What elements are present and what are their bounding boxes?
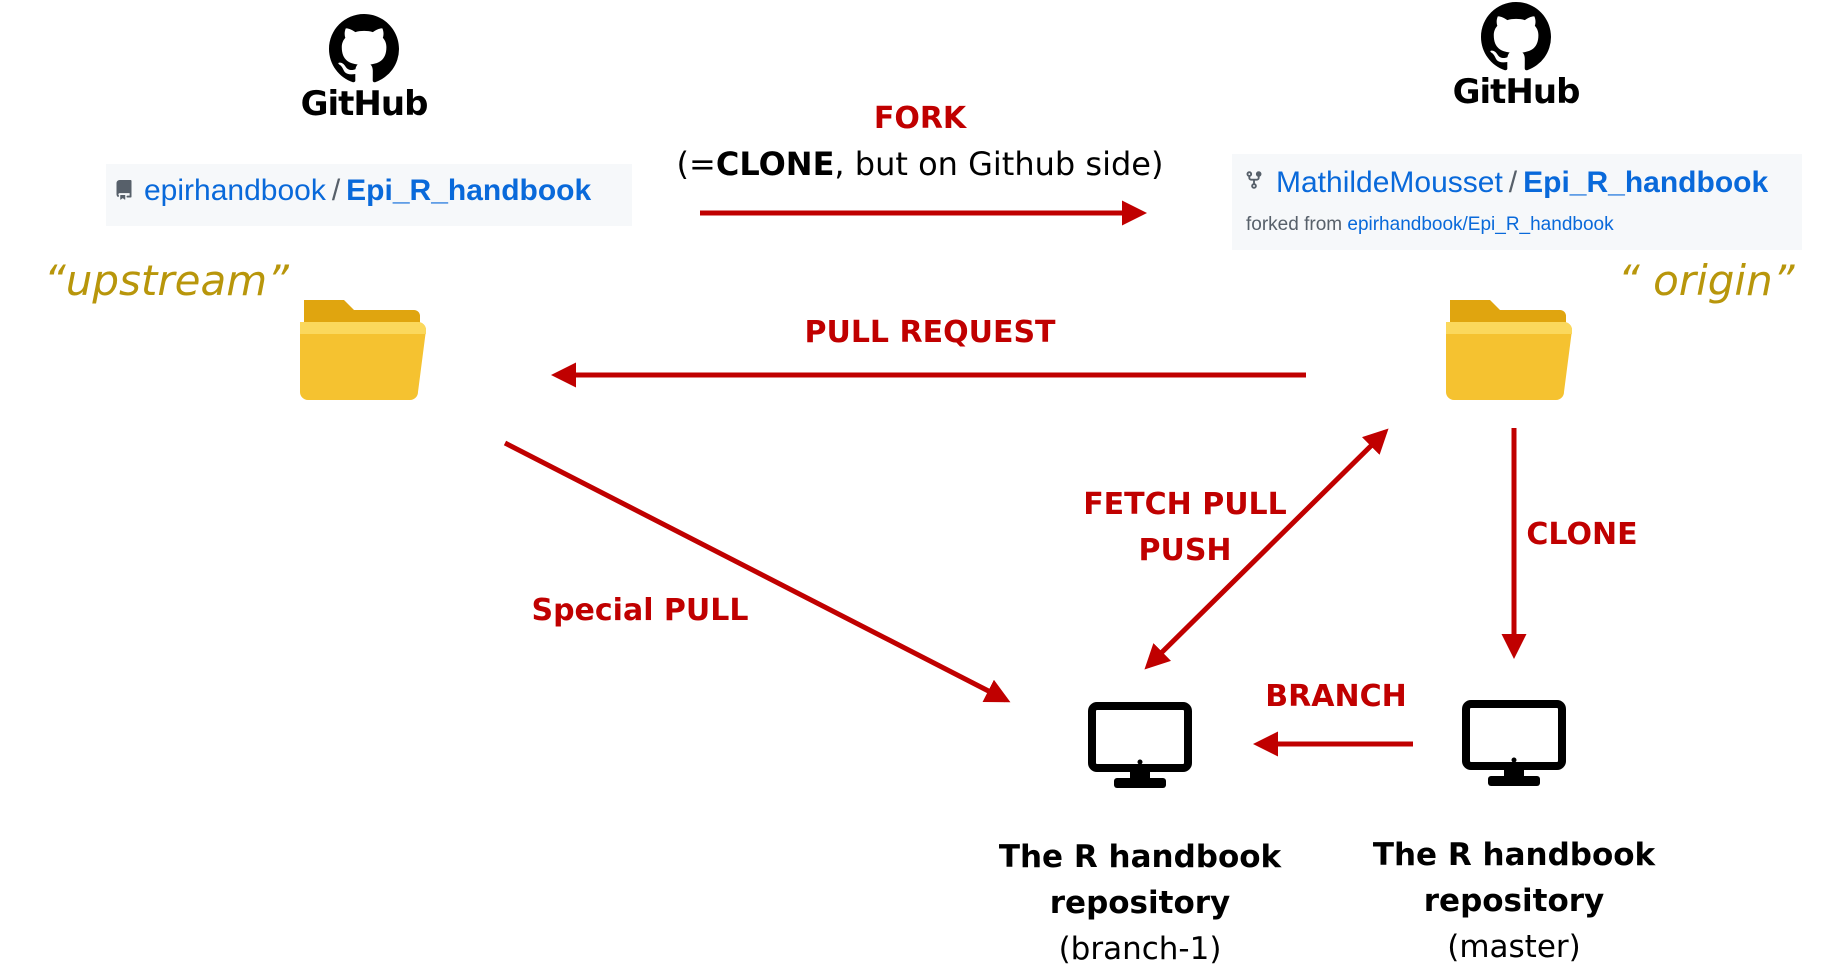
master-repo-title: The R handbook	[1372, 837, 1656, 873]
upstream-repo-name-link[interactable]: Epi_R_handbook	[346, 174, 592, 207]
fork-label-block: FORK (=CLONE, but on Github side)	[600, 96, 1240, 186]
special-pull-arrow	[503, 440, 1011, 703]
forked-from-source-link[interactable]: epirhandbook/Epi_R_handbook	[1347, 214, 1614, 235]
path-separator: /	[331, 174, 341, 207]
branch-computer-icon	[1088, 702, 1192, 788]
master-repo-caption: The R handbook repository (master)	[1364, 832, 1664, 970]
branch-repo-title: The R handbook	[998, 839, 1282, 875]
special-pull-label: Special PULL	[531, 593, 749, 628]
branch-label: BRANCH	[1265, 679, 1407, 714]
github-wordmark: GitHub	[300, 84, 429, 124]
github-octocat-icon	[1481, 2, 1551, 71]
fork-note: (=CLONE, but on Github side)	[676, 145, 1164, 183]
branch-repo-subtitle: repository	[1049, 885, 1231, 921]
origin-folder-icon	[1446, 300, 1572, 400]
repo-icon	[116, 180, 132, 200]
fetch-pull-push-arrow	[1144, 428, 1389, 670]
fork-label: FORK	[873, 101, 967, 136]
fetch-pull-push-label: FETCH PULL PUSH	[1060, 482, 1310, 574]
pull-request-label: PULL REQUEST	[804, 315, 1056, 350]
fork-icon	[1246, 171, 1262, 189]
right-github-logo: GitHub	[1452, 2, 1580, 112]
clone-label: CLONE	[1526, 517, 1638, 552]
origin-repo-header: MathildeMousset/Epi_R_handbook forked fr…	[1232, 154, 1802, 250]
origin-repo-name-link[interactable]: Epi_R_handbook	[1523, 166, 1769, 199]
master-repo-subtitle: repository	[1423, 883, 1605, 919]
branch-repo-caption: The R handbook repository (branch-1)	[990, 834, 1290, 972]
forked-from-prefix: forked from	[1246, 214, 1343, 235]
path-separator: /	[1508, 166, 1518, 199]
upstream-owner-link[interactable]: epirhandbook	[144, 174, 326, 207]
upstream-folder-icon	[300, 300, 426, 400]
master-computer-icon	[1462, 700, 1566, 786]
origin-label: “ origin”	[1618, 256, 1795, 305]
upstream-repo-header: epirhandbook/Epi_R_handbook	[106, 164, 632, 226]
origin-owner-link[interactable]: MathildeMousset	[1276, 166, 1503, 199]
origin-repo-path[interactable]: MathildeMousset/Epi_R_handbook	[1244, 166, 1768, 200]
left-github-logo: GitHub	[300, 14, 428, 124]
fetch-pull-label: FETCH PULL	[1083, 487, 1287, 522]
github-wordmark: GitHub	[1452, 72, 1581, 112]
forked-from-note: forked from epirhandbook/Epi_R_handbook	[1246, 214, 1614, 236]
upstream-repo-path[interactable]: epirhandbook/Epi_R_handbook	[114, 174, 591, 208]
push-label: PUSH	[1138, 533, 1232, 568]
upstream-label: “upstream”	[44, 256, 289, 305]
master-repo-branch: (master)	[1447, 929, 1581, 965]
github-octocat-icon	[329, 14, 399, 83]
branch-repo-branch: (branch-1)	[1058, 931, 1222, 967]
